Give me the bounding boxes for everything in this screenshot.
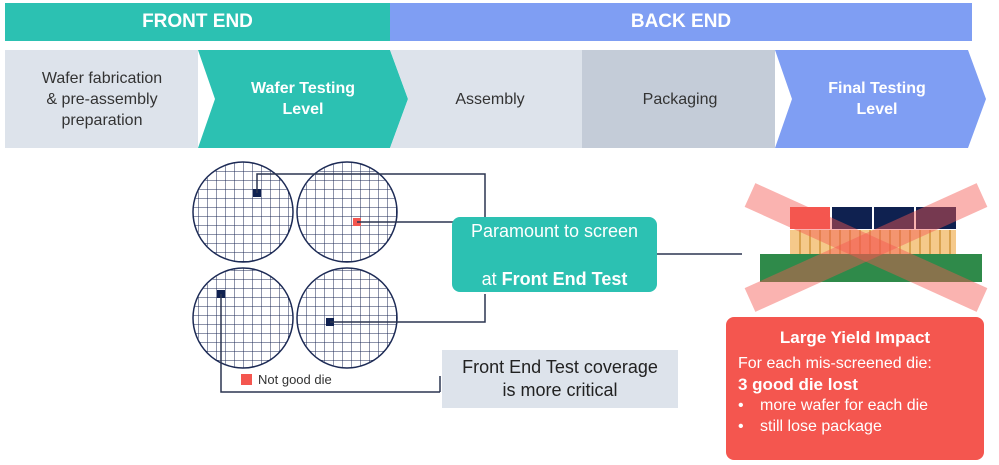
legend-label: Not good die bbox=[258, 372, 332, 387]
stage-assembly: Assembly bbox=[455, 90, 525, 108]
front-end-band: FRONT END bbox=[5, 3, 390, 41]
stage-shape-packaging bbox=[582, 50, 775, 148]
impact-bullet-text: still lose package bbox=[760, 418, 882, 435]
impact-bullet-text: more wafer for each die bbox=[760, 397, 929, 414]
stage-wafer-testing: Wafer Testing Level bbox=[250, 80, 355, 118]
paramount-callout: Paramount to screen at Front End Test bbox=[452, 217, 657, 292]
impact-line1: For each mis-screened die: bbox=[738, 355, 932, 372]
stage-shape-assembly bbox=[390, 50, 582, 148]
stage-wafer-fabrication: Wafer fabrication & pre-assembly prepara… bbox=[41, 69, 163, 129]
paramount-line2: at Front End Test bbox=[482, 243, 628, 291]
package-illustration bbox=[744, 183, 988, 312]
wafer-bottom-left bbox=[192, 267, 294, 369]
stage-shape-wafer-fab bbox=[5, 50, 198, 148]
impact-bullet: •more wafer for each die bbox=[738, 397, 929, 414]
back-end-band: BACK END bbox=[390, 3, 972, 41]
paramount-line2-bold: Front End Test bbox=[501, 268, 628, 289]
impact-title: Large Yield Impact bbox=[779, 328, 931, 347]
paramount-line1: Paramount to screen bbox=[470, 220, 639, 241]
stage-shape-final-testing bbox=[775, 50, 986, 148]
coverage-callout: Front End Test coverage is more critical bbox=[442, 350, 678, 408]
impact-line2: 3 good die lost bbox=[738, 375, 858, 394]
cross-out-icon bbox=[744, 183, 988, 312]
legend-swatch bbox=[241, 374, 252, 385]
wafer-bottom-right bbox=[296, 267, 398, 369]
stage-final-testing: Final Testing Level bbox=[828, 80, 926, 118]
yield-impact-box: Large Yield Impact For each mis-screened… bbox=[726, 317, 984, 460]
stage-chevrons bbox=[5, 50, 986, 148]
wafer-top-right bbox=[296, 161, 398, 263]
paramount-line2-prefix: at bbox=[481, 268, 502, 289]
stage-shape-wafer-testing bbox=[198, 50, 408, 148]
connector-lines bbox=[220, 173, 742, 393]
impact-bullet: •still lose package bbox=[738, 418, 882, 435]
stage-packaging: Packaging bbox=[642, 90, 718, 108]
wafer-top-left bbox=[192, 161, 294, 263]
